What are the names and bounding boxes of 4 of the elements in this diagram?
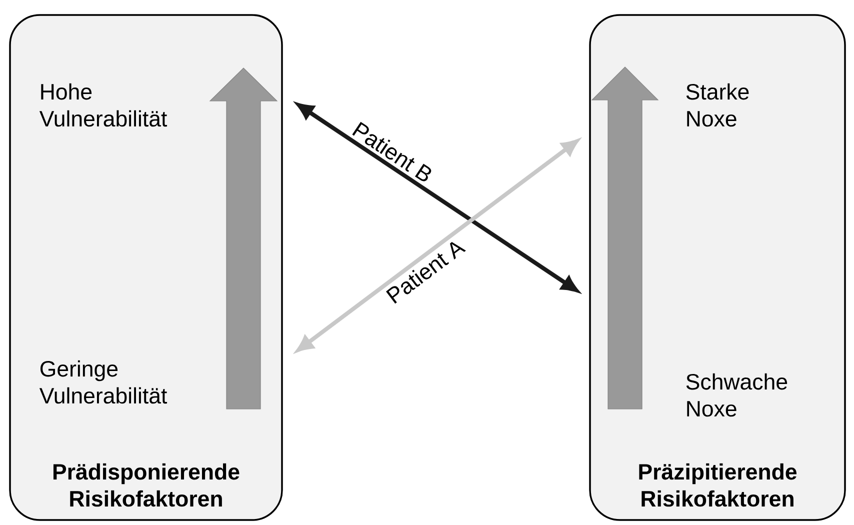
scale-label: Starke Noxe [686,83,749,127]
scale-label: Geringe Vulnerabilität [39,360,168,404]
scale-label: Hohe Vulnerabilität [39,83,168,127]
scale-label: Schwache Noxe [686,373,788,417]
